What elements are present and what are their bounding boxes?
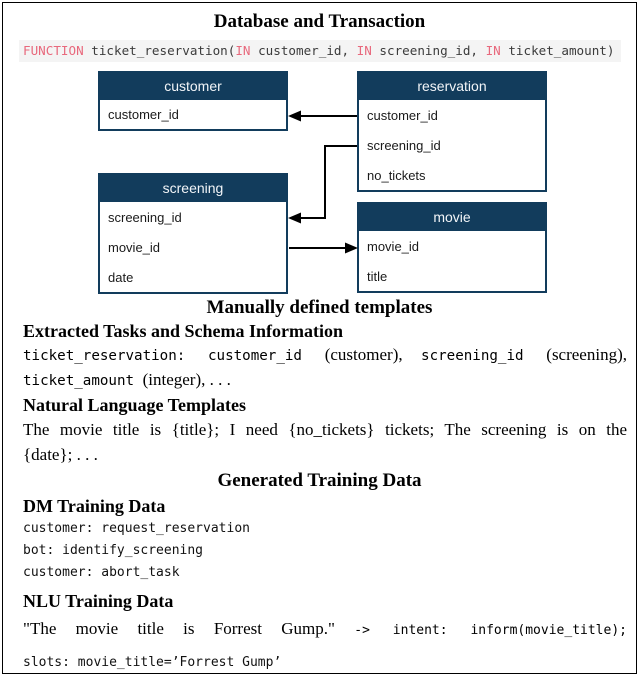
keyword-in: IN <box>356 43 372 58</box>
table-reservation: reservation customer_id screening_id no_… <box>357 71 547 192</box>
keyword-function: FUNCTION <box>23 43 84 58</box>
nlu-training-line-1: "The movie title is Forrest Gump." -> in… <box>23 617 627 643</box>
section-header-generated-training-data: Generated Training Data <box>217 470 422 491</box>
nl-templates-line-1: The movie title is {title}; I need {no_t… <box>23 420 627 439</box>
heading-natural-language-templates: Natural Language Templates <box>23 395 247 415</box>
er-diagram: customer customer_id reservation custome… <box>3 69 636 296</box>
schema-annotation: (customer), <box>324 345 422 364</box>
table-field-customer-id: customer_id <box>108 107 179 122</box>
table-screening-header: screening <box>100 175 286 202</box>
table-movie-header: movie <box>359 204 545 231</box>
table-screening: screening screening_id movie_id date <box>98 173 288 294</box>
nl-templates-line-2: {date}; . . . <box>23 445 98 464</box>
keyword-in: IN <box>235 43 251 58</box>
heading-dm-training-data: DM Training Data <box>23 496 166 516</box>
code-text: customer_id, <box>250 43 357 58</box>
section-header-manually-defined-templates: Manually defined templates <box>206 297 433 318</box>
table-field-date: date <box>108 269 134 285</box>
keyword-in: IN <box>485 43 501 58</box>
function-signature: FUNCTION ticket_reservation(IN customer_… <box>19 40 621 62</box>
schema-annotation: (screening), <box>546 345 627 364</box>
extracted-tasks-line-2: ticket_amount (integer), . . . <box>23 368 627 393</box>
code-text: screening_id, <box>371 43 486 58</box>
table-field-movie-id: movie_id <box>108 239 161 255</box>
dm-training-line: customer: abort_task <box>23 565 180 580</box>
arrow-reservation-to-customer <box>288 110 357 122</box>
figure-title: Database and Transaction <box>213 11 426 32</box>
nlu-intent-annotation: -> intent: inform(movie_title); <box>354 623 627 638</box>
table-field-movie-id: movie_id <box>367 238 420 254</box>
table-field-title: title <box>367 268 388 284</box>
table-customer-header: customer <box>100 73 286 100</box>
arrow-reservation-to-screening <box>288 145 357 224</box>
table-field-customer-id: customer_id <box>367 107 438 123</box>
task-identifiers: screening_id <box>421 348 547 364</box>
table-movie: movie movie_id title <box>357 202 547 293</box>
extracted-tasks-line-1: ticket_reservation: customer_id (custome… <box>23 343 627 368</box>
nlu-utterance: "The movie title is Forrest Gump." <box>23 619 355 638</box>
heading-nlu-training-data: NLU Training Data <box>23 591 174 611</box>
heading-extracted-tasks: Extracted Tasks and Schema Information <box>23 321 344 341</box>
dm-training-line: bot: identify_screening <box>23 543 204 558</box>
code-text: ticket_amount) <box>500 43 615 58</box>
task-identifiers: ticket_reservation: customer_id <box>23 348 325 364</box>
schema-annotation: (integer), . . . <box>142 370 231 389</box>
task-identifiers: ticket_amount <box>23 373 143 389</box>
arrow-screening-to-movie <box>289 242 358 254</box>
table-field-screening-id: screening_id <box>108 209 182 225</box>
table-field-no-tickets: no_tickets <box>367 167 426 183</box>
dm-training-line: customer: request_reservation <box>23 521 250 536</box>
code-text: ticket_reservation( <box>83 43 236 58</box>
nlu-training-line-2: slots: movie_title=’Forrest Gump’ <box>23 655 282 670</box>
table-customer: customer customer_id <box>98 71 288 131</box>
table-field-screening-id: screening_id <box>367 137 441 153</box>
table-reservation-header: reservation <box>359 73 545 100</box>
